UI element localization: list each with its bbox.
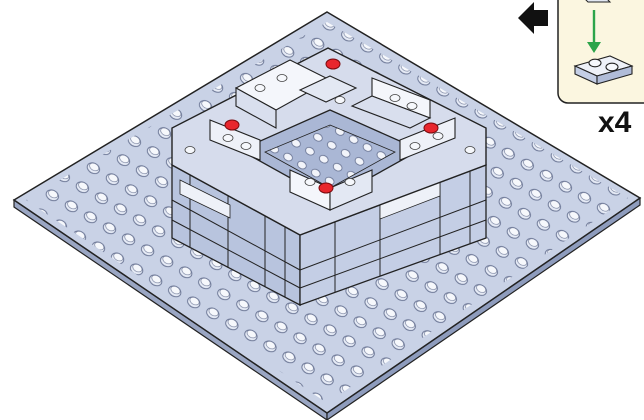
new-part-stud-left [225,120,239,130]
new-part-stud-right [424,123,438,133]
new-part-stud-top [326,59,340,69]
callout-panel [558,0,644,103]
arrow-left-icon [518,2,548,34]
parts-callout [558,0,644,103]
new-part-stud-front [319,183,333,193]
callout-quantity-label: x4 [598,108,631,138]
